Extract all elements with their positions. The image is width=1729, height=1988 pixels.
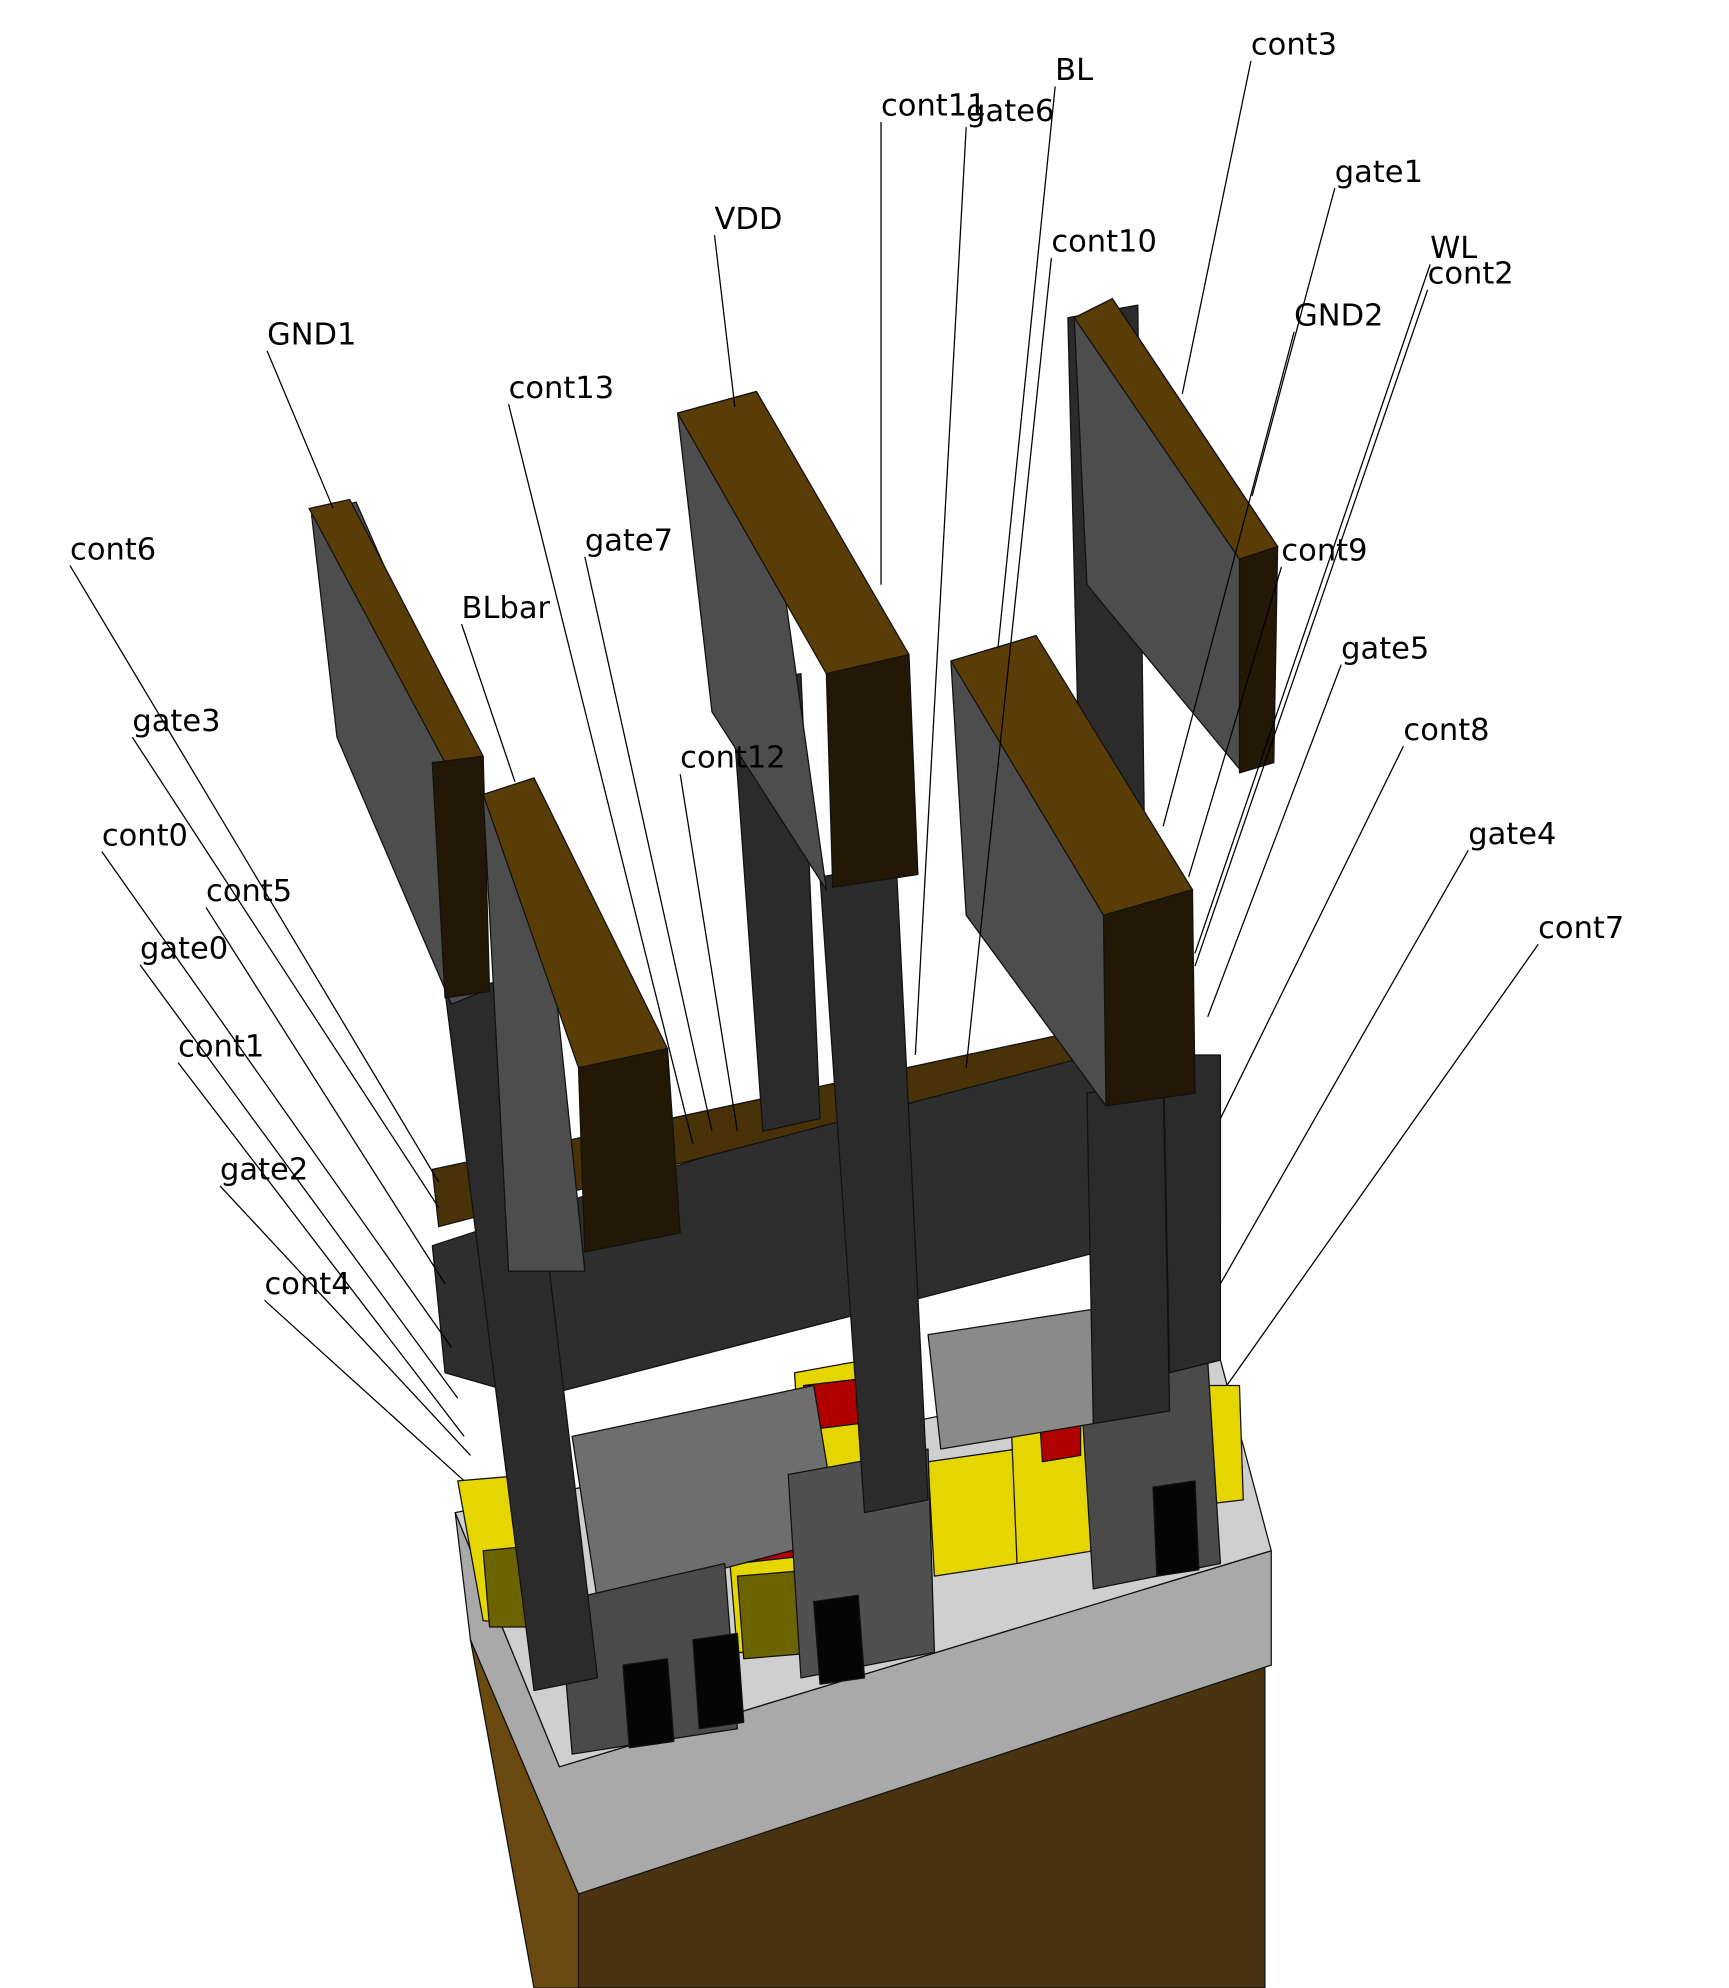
leader-line-cont7 — [1226, 944, 1539, 1386]
leader-line-gate1 — [1251, 187, 1336, 496]
leader-line-gate5 — [1207, 664, 1342, 1018]
leader-line-cont9 — [1188, 566, 1283, 878]
metal-bl-end — [1102, 889, 1196, 1107]
label-cont2: cont2 — [1428, 256, 1514, 291]
leader-line-BLbar — [460, 623, 516, 782]
label-cont10: cont10 — [1051, 225, 1157, 260]
via-pillar-0 — [444, 978, 599, 1692]
label-BLbar: BLbar — [462, 591, 551, 626]
metal-blbar-end — [577, 1048, 681, 1253]
label-BL: BL — [1055, 53, 1093, 88]
label-GND2: GND2 — [1294, 298, 1383, 333]
mesh-geometry — [308, 298, 1279, 1988]
leader-line-cont4 — [264, 1299, 465, 1482]
label-gate5: gate5 — [1341, 631, 1429, 666]
contact-plug-3 — [1152, 1480, 1200, 1577]
label-cont12: cont12 — [680, 741, 786, 776]
leader-line-cont8 — [1219, 745, 1405, 1119]
label-cont4: cont4 — [265, 1267, 351, 1302]
metal-vdd-end — [825, 653, 919, 888]
label-cont11: cont11 — [881, 89, 987, 124]
leader-line-gate0 — [139, 964, 459, 1399]
contact-plug-1 — [692, 1632, 745, 1730]
gate-block-center — [927, 1448, 1018, 1577]
label-gate3: gate3 — [132, 704, 220, 739]
label-cont1: cont1 — [178, 1029, 264, 1064]
contact-plug-2 — [813, 1594, 866, 1685]
leader-line-cont6 — [69, 565, 440, 1183]
label-cont7: cont7 — [1538, 911, 1624, 946]
label-gate4: gate4 — [1468, 817, 1556, 852]
leader-line-BL — [997, 86, 1056, 649]
leader-line-cont0 — [101, 851, 452, 1348]
leader-line-gate3 — [131, 736, 440, 1208]
leader-line-cont12 — [679, 773, 739, 1132]
leader-line-GND1 — [266, 350, 334, 509]
label-cont0: cont0 — [102, 818, 188, 853]
label-cont8: cont8 — [1403, 713, 1489, 748]
leader-line-gate4 — [1219, 850, 1469, 1285]
label-cont13: cont13 — [509, 371, 615, 406]
label-GND1: GND1 — [267, 317, 356, 352]
contact-block-a — [558, 1562, 739, 1755]
label-cont3: cont3 — [1251, 28, 1337, 63]
metal-gnd1-end — [431, 755, 491, 999]
poly-block-right — [927, 1308, 1094, 1450]
leader-line-gate7 — [584, 556, 713, 1132]
leader-line-cont3 — [1181, 60, 1252, 395]
label-cont5: cont5 — [206, 874, 292, 909]
leader-line-WL — [1194, 264, 1431, 954]
leader-line-cont1 — [177, 1062, 465, 1437]
leader-line-cont13 — [507, 404, 694, 1145]
leader-line-GND2 — [1162, 331, 1295, 827]
leader-line-VDD — [713, 235, 736, 407]
leader-line-cont5 — [205, 907, 446, 1285]
label-WL: WL — [1430, 231, 1477, 266]
contact-plug-0 — [622, 1658, 675, 1749]
leader-line-cont2 — [1194, 289, 1429, 967]
leader-line-gate6 — [914, 127, 967, 1056]
label-gate2: gate2 — [220, 1153, 308, 1188]
label-gate7: gate7 — [585, 523, 673, 558]
label-VDD: VDD — [715, 202, 783, 237]
metal-wl-end — [1238, 545, 1279, 774]
via-pillar-3 — [1086, 1079, 1171, 1425]
leader-lines — [69, 60, 1539, 1482]
leader-line-cont10 — [965, 257, 1052, 1068]
via-pillar-4 — [1162, 1054, 1222, 1374]
label-gate0: gate0 — [140, 931, 228, 966]
leader-line-gate2 — [219, 1185, 471, 1456]
label-gate6: gate6 — [966, 94, 1054, 129]
label-gate1: gate1 — [1335, 155, 1423, 190]
label-cont9: cont9 — [1281, 534, 1367, 569]
label-cont6: cont6 — [70, 532, 156, 567]
